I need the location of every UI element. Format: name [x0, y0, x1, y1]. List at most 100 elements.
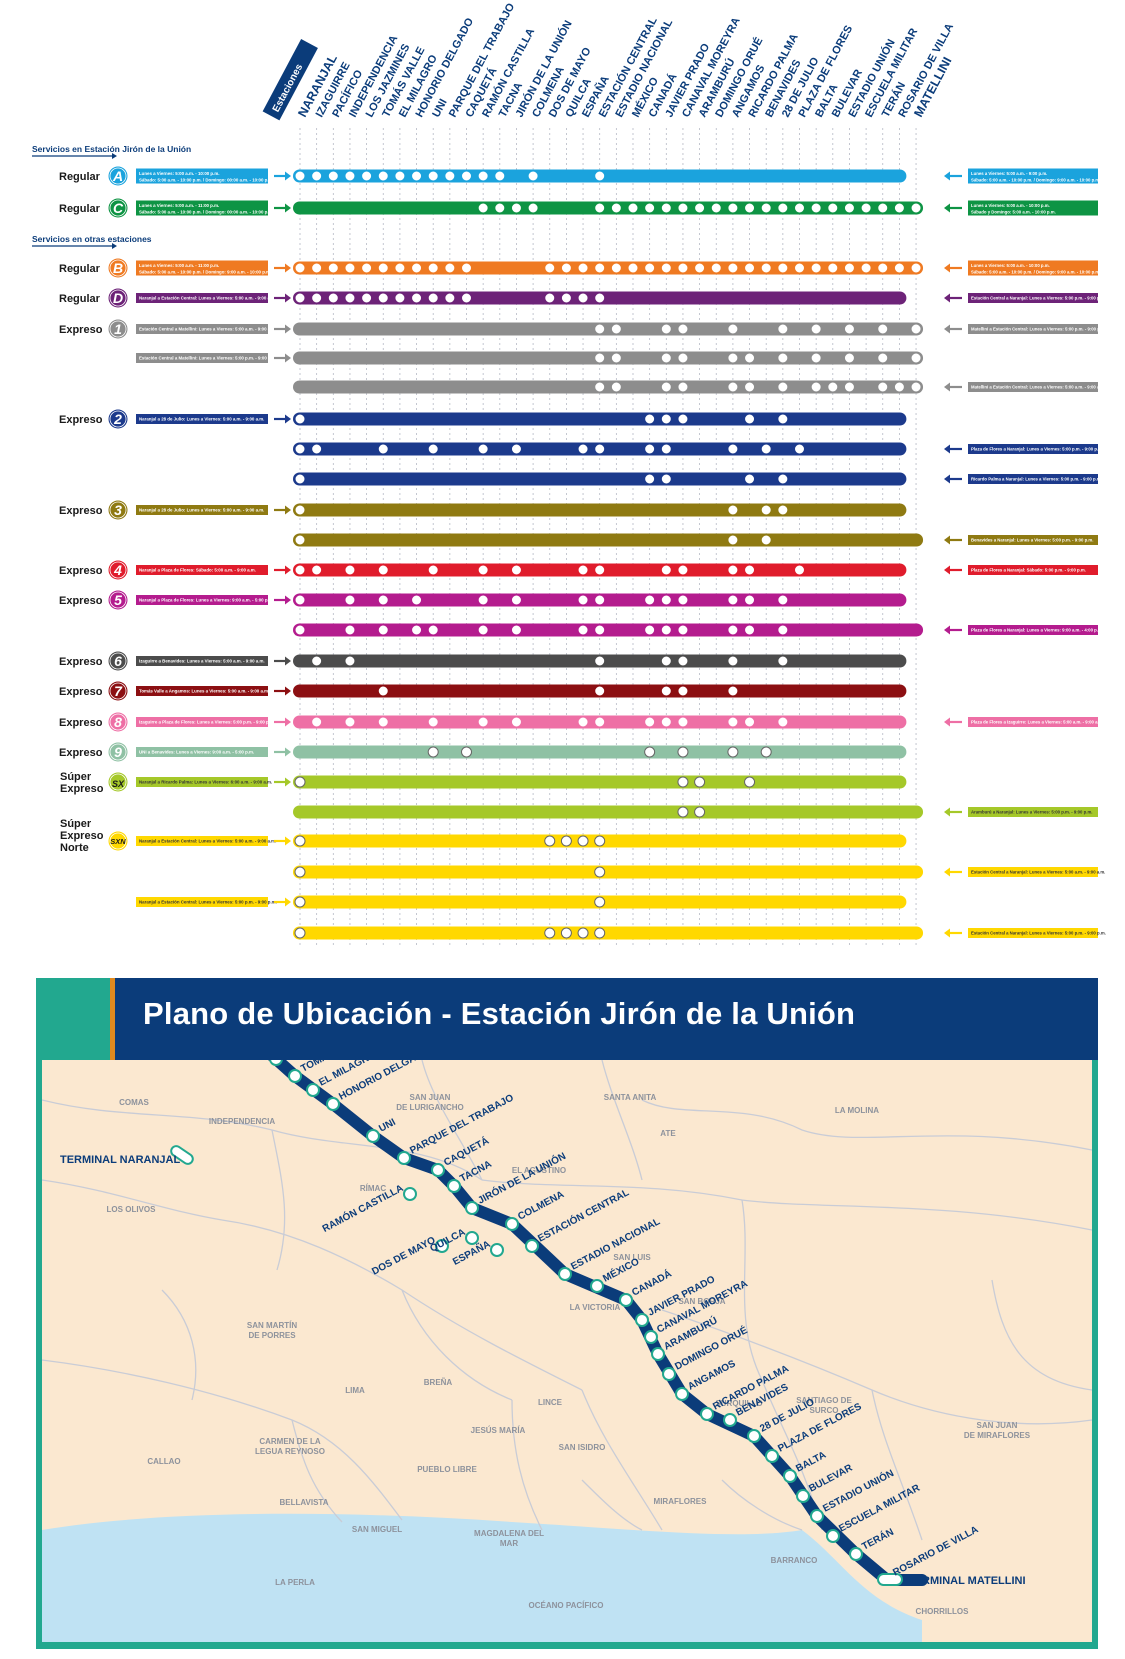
stop-benavides	[760, 262, 772, 274]
station-marker	[397, 1151, 411, 1165]
station-marker	[525, 1239, 539, 1253]
stop-rosario-de-villa	[893, 262, 905, 274]
stations-tab-bg	[262, 39, 318, 121]
service-9: UNI a Benavides: Lunes a Viernes: 9:00 a…	[59, 742, 907, 762]
stop-ricardo-palma	[744, 352, 756, 364]
district-label: JESÚS MARÍA	[471, 1426, 526, 1435]
district-label-line: DE PORRES	[248, 1331, 296, 1340]
stop-izaguirre	[311, 262, 323, 274]
service-type-label: Expreso	[59, 747, 103, 759]
stop-28-de-julio	[777, 594, 789, 606]
stop-estacion-central	[594, 685, 606, 697]
map-header: Plano de Ubicación - Estación Jirón de l…	[36, 978, 1098, 1060]
stop-benavides	[760, 202, 772, 214]
left-info-text: Izaguirre a Benavides: Lunes a Viernes: …	[139, 659, 265, 664]
left-info-box	[136, 168, 268, 184]
stop-canaval-moreyra	[677, 564, 689, 576]
route-bar	[293, 745, 907, 759]
stop-quilca	[560, 927, 572, 939]
badge-circle	[108, 258, 128, 278]
station-marker	[505, 1217, 519, 1231]
stop-canaval-moreyra	[677, 352, 689, 364]
stop-dos-de-mayo	[544, 927, 556, 939]
stop-canaval-moreyra	[677, 806, 689, 818]
arrow-left-head-icon	[944, 263, 950, 273]
badge-ring	[109, 652, 127, 670]
stop-bulevar	[827, 262, 839, 274]
stop-canaval-moreyra	[677, 655, 689, 667]
district-label-line: SAN JUAN	[977, 1421, 1018, 1430]
district-boundary	[271, 1129, 286, 1271]
right-info-text: Matellini a Estación Central: Lunes a Vi…	[971, 385, 1106, 390]
station-marker	[826, 1529, 840, 1543]
stop-uni	[427, 624, 439, 636]
route-badge-sxn: SXN	[108, 831, 128, 851]
stop-caqueta	[461, 262, 472, 274]
district-label: RÍMAC	[360, 1184, 386, 1193]
stop-estadio-union	[843, 352, 855, 364]
stop-parque-del-trabajo	[444, 170, 456, 182]
stop-naranjal	[294, 866, 306, 878]
badge-ring	[109, 743, 127, 761]
left-info-box	[136, 353, 268, 363]
district-boundary	[991, 1279, 1092, 1391]
service-b: Lunes a Viernes: 5:00 a.m. - 11:00 p.m.S…	[59, 258, 1100, 278]
stop-independencia	[344, 594, 356, 606]
map-station-label: UNI	[377, 1117, 398, 1135]
stop-ramon-castilla	[477, 594, 489, 606]
route-badge-c: C	[108, 198, 128, 218]
left-info-box	[136, 656, 268, 666]
route-bar	[293, 623, 924, 637]
stop-naranjal	[294, 443, 306, 455]
stop-uni	[427, 170, 439, 182]
stop-ramon-castilla	[477, 170, 489, 182]
stop-plaza-de-flores	[794, 202, 805, 214]
badge-text: 2	[113, 411, 122, 427]
stop-ramon-castilla	[477, 202, 489, 214]
stop-naranjal	[294, 896, 306, 908]
right-info-box	[968, 200, 1098, 216]
arrow-right-head-icon	[285, 777, 291, 787]
right-info-box	[968, 293, 1098, 303]
stop-domingo-orue	[710, 262, 722, 274]
stop-espana	[577, 292, 589, 304]
service-type-label: Expreso	[60, 830, 104, 842]
stop-javier-prado	[660, 594, 672, 606]
stop-naranjal	[294, 413, 306, 425]
stop-independencia	[344, 716, 356, 728]
stop-angamos	[727, 564, 739, 576]
stop-angamos	[727, 202, 739, 214]
stop-bulevar	[827, 202, 839, 214]
stop-colmena	[527, 202, 539, 214]
stop-matellini	[910, 323, 922, 335]
station-marker	[783, 1469, 797, 1483]
arrow-left-head-icon	[944, 928, 950, 938]
stop-jiron-de-la-union	[510, 716, 522, 728]
stop-matellini	[910, 381, 922, 393]
stop-javier-prado	[660, 262, 672, 274]
arrow-right-head-icon	[285, 897, 291, 907]
ocean-area	[42, 1513, 922, 1642]
badge-text: 3	[114, 502, 122, 518]
route-badge-2: 2	[108, 409, 128, 429]
stop-javier-prado	[660, 716, 672, 728]
map-station-label: DOS DE MAYO	[370, 1235, 437, 1278]
stop-naranjal	[294, 624, 306, 636]
stop-estacion-central	[594, 262, 606, 274]
stop-naranjal	[294, 534, 306, 546]
stop-jiron-de-la-union	[510, 624, 522, 636]
route-badge-9: 9	[108, 742, 128, 762]
left-info-box	[136, 260, 268, 276]
district-label-line: MAGDALENA DEL	[474, 1529, 544, 1538]
district-label-line: MAR	[500, 1539, 518, 1548]
arrow-left-head-icon	[944, 565, 950, 575]
arrow-left-head-icon	[944, 535, 950, 545]
stop-matellini	[910, 352, 922, 364]
stop-estacion-central	[594, 624, 606, 636]
stop-javier-prado	[660, 352, 672, 364]
arrow-left-head-icon	[944, 717, 950, 727]
stop-estacion-central	[594, 564, 606, 576]
stop-canaval-moreyra	[677, 413, 689, 425]
district-boundary	[42, 1179, 223, 1221]
service-type-label: Expreso	[59, 324, 103, 336]
